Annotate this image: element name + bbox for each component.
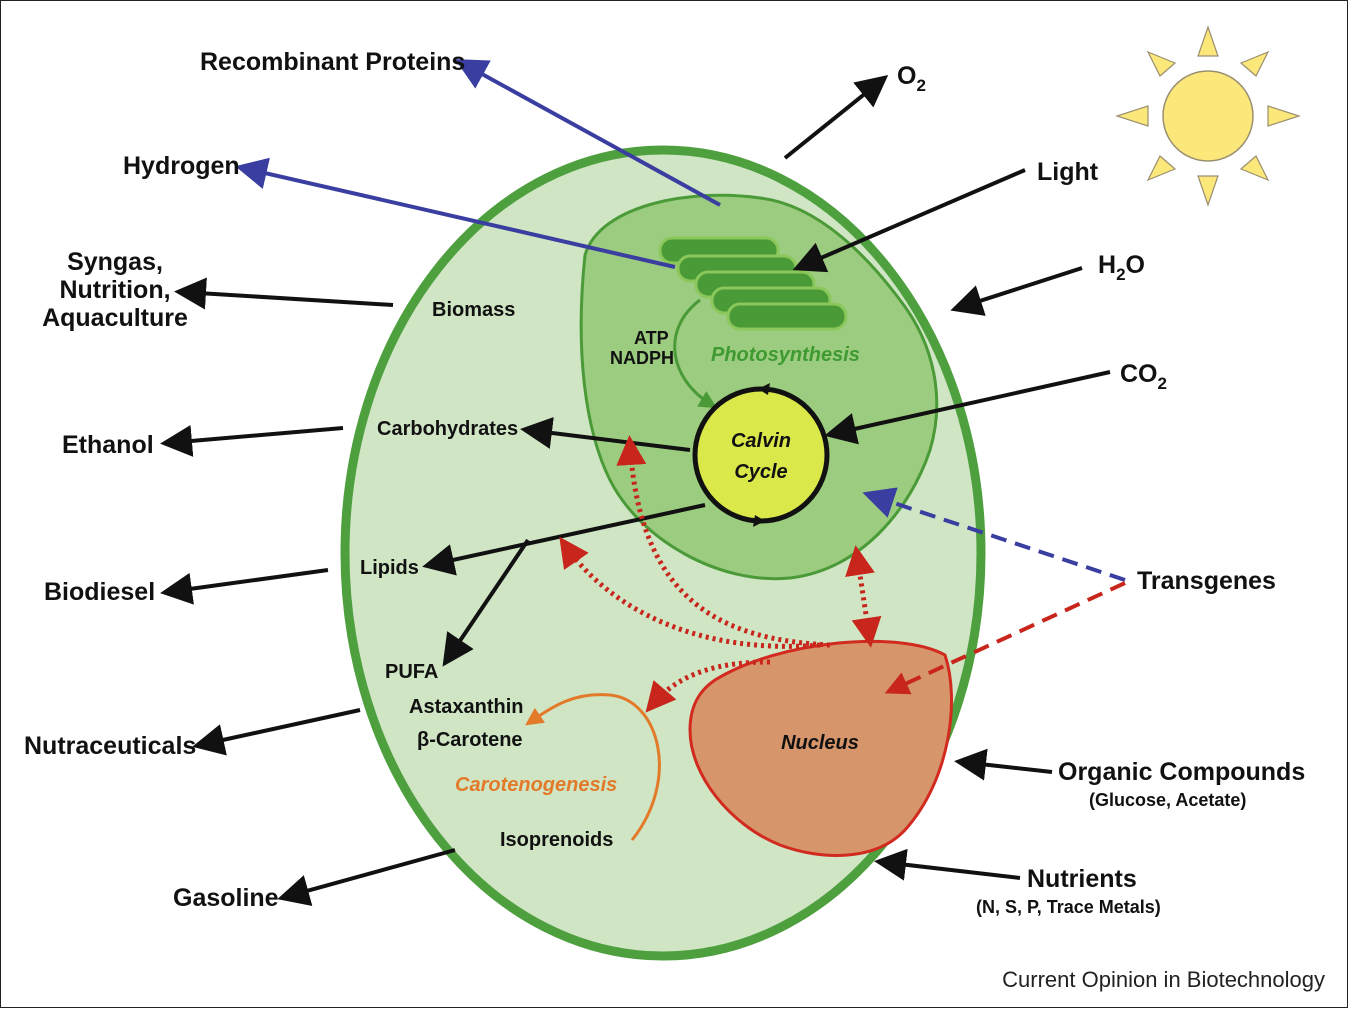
arrow-biodiesel <box>160 568 329 605</box>
label-gasoline: Gasoline <box>173 884 279 912</box>
label-nucleus: Nucleus <box>781 732 859 754</box>
cycle-arrow-icon <box>753 515 765 527</box>
arrow-syngas <box>174 277 394 310</box>
regulation-arrow-carbohydrates <box>616 435 831 648</box>
label-h2o: H2O <box>1098 251 1145 284</box>
cycle-arrow-icon <box>758 383 770 395</box>
label-biodiesel: Biodiesel <box>44 578 155 606</box>
label-syngas: Syngas, <box>67 248 163 276</box>
label-nadph: NADPH <box>610 348 674 368</box>
calvin-cycle <box>692 386 830 524</box>
arrow-hydrogen <box>235 157 676 269</box>
regulation-arrow-chloroplast <box>845 545 882 648</box>
label-astaxanthin: Astaxanthin <box>409 696 523 718</box>
carotenogenesis-curve <box>525 693 661 841</box>
label-isoprenoids: Isoprenoids <box>500 829 613 851</box>
label-aquaculture: Aquaculture <box>42 304 188 332</box>
label-o2: O2 <box>897 62 926 95</box>
arrow-organic <box>954 748 1053 781</box>
atp-nadph-arrow <box>673 298 718 409</box>
arrow-carbohydrates <box>520 417 691 452</box>
nucleus <box>688 639 954 857</box>
arrow-transgenes-nucleus <box>884 581 1126 695</box>
arrow-nutraceuticals <box>192 708 361 756</box>
label-atp: ATP <box>634 328 669 348</box>
label-carbohydrates: Carbohydrates <box>377 418 518 440</box>
label-carotene: β-Carotene <box>417 729 523 751</box>
label-nutrients: Nutrients <box>1027 865 1137 893</box>
sun-icon <box>1115 25 1301 207</box>
label-carotenogenesis: Carotenogenesis <box>455 774 617 796</box>
arrow-recombinant-proteins <box>454 59 721 207</box>
regulation-arrow-carotene <box>645 659 771 713</box>
label-light: Light <box>1037 158 1099 186</box>
arrow-pufa <box>442 538 530 667</box>
label-organic-examples: (Glucose, Acetate) <box>1089 790 1246 810</box>
label-hydrogen: Hydrogen <box>123 152 240 180</box>
label-pufa: PUFA <box>385 661 438 683</box>
thylakoid-stack <box>658 236 848 331</box>
arrow-co2 <box>824 370 1111 445</box>
label-photosynthesis: Photosynthesis <box>711 344 860 366</box>
label-organic-compounds: Organic Compounds <box>1058 758 1305 786</box>
arrow-ethanol <box>160 425 344 457</box>
label-biomass: Biomass <box>432 299 515 321</box>
arrow-lipids <box>422 503 706 576</box>
label-co2: CO2 <box>1120 360 1167 393</box>
label-nutraceuticals: Nutraceuticals <box>24 732 196 760</box>
label-lipids: Lipids <box>360 557 419 579</box>
label-nutrition: Nutrition, <box>59 276 170 304</box>
label-transgenes: Transgenes <box>1137 567 1276 595</box>
arrow-h2o <box>950 266 1083 316</box>
arrow-nutrients <box>874 848 1021 881</box>
label-nutrients-examples: (N, S, P, Trace Metals) <box>976 897 1161 917</box>
arrow-gasoline <box>277 848 456 907</box>
arrow-light <box>792 168 1026 273</box>
label-ethanol: Ethanol <box>62 431 154 459</box>
arrow-o2 <box>783 74 889 160</box>
credit-line: Current Opinion in Biotechnology <box>1002 967 1325 992</box>
label-recombinant-proteins: Recombinant Proteins <box>200 48 465 76</box>
label-calvin: Calvin <box>731 430 791 452</box>
label-cycle: Cycle <box>734 461 787 483</box>
arrow-transgenes-chloroplast <box>862 487 1126 582</box>
